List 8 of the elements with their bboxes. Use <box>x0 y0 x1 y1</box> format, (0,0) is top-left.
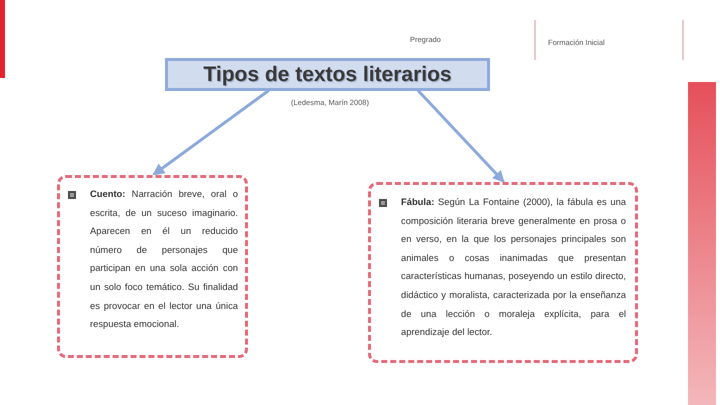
definition-card <box>368 182 638 363</box>
arrow <box>152 90 270 176</box>
definition-text: Fábula: Según La Fontaine (2000), la fábula es una composición literaria breve generalmente en prosa o en verso, en la que los personajes principales son animales o cosas inanimadas que presentan características humanas, poseyendo un estilo directo, didáctico y moralista, caracterizada por la enseñanza de una lección o moraleja explícita, para el aprendizaje del lector. <box>401 195 626 340</box>
heading: Tipos de textos literarios <box>203 62 452 86</box>
definition-text: Cuento: Narración breve, oral o escrita, de un suceso imaginario. Aparecen en él un reducido número de personajes que participan en una sola acción con un solo foco temático. Su finalidad es provocar en el lector una única respuesta emocional. <box>90 187 238 332</box>
arrow <box>417 90 505 183</box>
definition-card <box>57 175 248 358</box>
title-box <box>165 58 490 91</box>
